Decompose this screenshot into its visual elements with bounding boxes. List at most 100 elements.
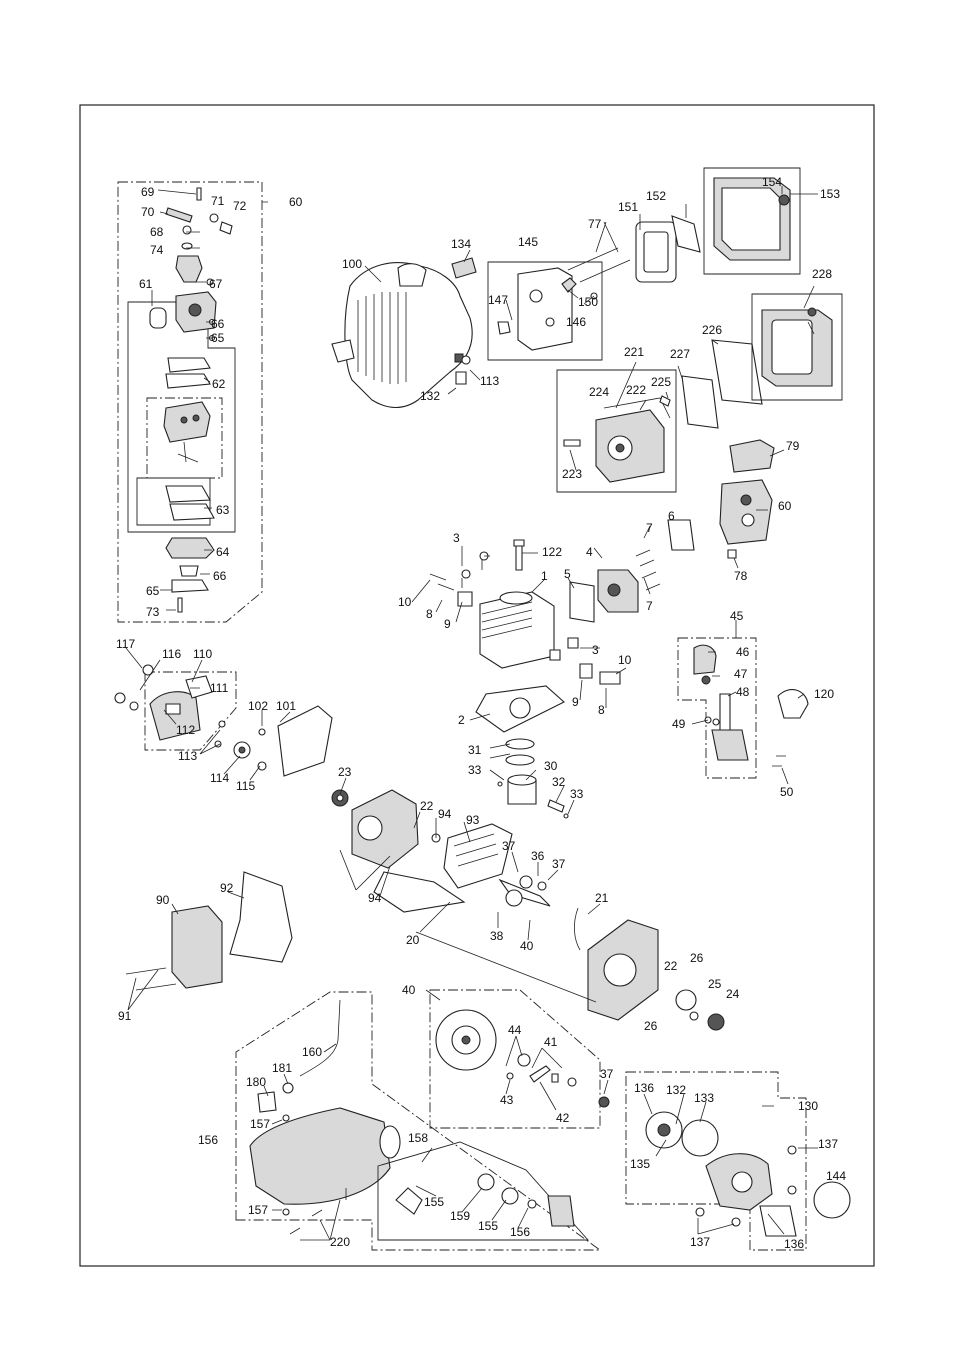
muffler-cover: [751, 293, 843, 401]
callout: 41: [544, 1035, 558, 1049]
callout: 181: [272, 1061, 292, 1075]
callout: 132: [666, 1083, 686, 1097]
callout: 31: [468, 743, 482, 757]
engine-cover: [331, 257, 477, 409]
cylinder: [479, 539, 555, 669]
callout: 23: [338, 765, 352, 779]
callout: 144: [826, 1169, 846, 1183]
callout: 90: [156, 893, 170, 907]
callout: 24: [726, 987, 740, 1001]
callout: 225: [651, 375, 671, 389]
callout: 93: [466, 813, 480, 827]
callout: 227: [670, 347, 690, 361]
callout: 8: [426, 607, 433, 621]
callout: 6: [668, 509, 675, 523]
callout: 72: [233, 199, 247, 213]
carburetor-assembly: [117, 181, 263, 623]
page-frame: [79, 104, 875, 1267]
callout: 30: [544, 759, 558, 773]
callout: 226: [702, 323, 722, 337]
callout: 3: [453, 531, 460, 545]
callout: 78: [734, 569, 748, 583]
callout: 79: [786, 439, 800, 453]
callout: 145: [518, 235, 538, 249]
callout: 137: [690, 1235, 710, 1249]
callout: 115: [236, 779, 255, 793]
callout: 110: [193, 647, 212, 661]
callout: 37: [502, 839, 516, 853]
callout: 77: [588, 217, 602, 231]
callout: 120: [814, 687, 834, 701]
callout: 26: [690, 951, 704, 965]
callout: 10: [398, 595, 412, 609]
callout: 116: [162, 647, 181, 661]
callout: 180: [246, 1075, 266, 1089]
air-filter-element: [635, 215, 701, 283]
callout: 153: [820, 187, 840, 201]
callout: 228: [812, 267, 832, 281]
callout: 221: [624, 345, 644, 359]
ignition-group: [677, 637, 809, 779]
air-filter-base: [487, 247, 631, 361]
callout: 155: [424, 1195, 444, 1209]
callout: 26: [644, 1019, 658, 1033]
callout: 158: [408, 1131, 428, 1145]
callout: 5: [564, 567, 571, 581]
intake-manifold: [569, 519, 695, 623]
callout: 156: [510, 1225, 530, 1239]
callout: 136: [634, 1081, 654, 1095]
callout: 46: [736, 645, 750, 659]
fuel-tank-group: [235, 991, 602, 1251]
callout: 63: [216, 503, 230, 517]
callout: 66: [211, 317, 225, 331]
fan-cover: [373, 823, 513, 913]
callout: 154: [762, 175, 782, 189]
callout: 94: [368, 891, 382, 905]
callout: 40: [520, 939, 534, 953]
callout: 60: [289, 195, 303, 209]
callout: 156: [198, 1133, 218, 1147]
air-filter-cover: [703, 167, 801, 275]
callout: 113: [178, 749, 197, 763]
callout: 33: [468, 763, 482, 777]
callout: 113: [480, 374, 499, 388]
callout: 42: [556, 1111, 570, 1125]
callout: 64: [216, 545, 230, 559]
callout: 157: [248, 1203, 268, 1217]
callout: 112: [176, 723, 195, 737]
callout: 50: [780, 785, 794, 799]
callout: 67: [209, 277, 223, 291]
callout: 20: [406, 933, 420, 947]
callout: 111: [210, 681, 229, 695]
callout: 47: [734, 667, 748, 681]
callout: 117: [116, 637, 135, 651]
callout: 94: [438, 807, 452, 821]
callout: 71: [211, 194, 225, 208]
callout: 132: [420, 389, 440, 403]
callout: 65: [146, 584, 160, 598]
callout: 134: [451, 237, 471, 251]
muffler: [125, 871, 293, 991]
callout: 44: [508, 1023, 522, 1037]
callout: 21: [595, 891, 609, 905]
callout: 135: [630, 1157, 650, 1171]
callout: 33: [570, 787, 584, 801]
callout-labels: 69 71 72 60 70 68 74 67 61 66 65 62 63 6…: [116, 175, 846, 1251]
callout: 74: [150, 243, 164, 257]
callout: 7: [646, 599, 653, 613]
callout: 69: [141, 185, 155, 199]
callout: 60: [778, 499, 792, 513]
leader-lines: [125, 186, 818, 1241]
callout: 147: [488, 293, 508, 307]
callout: 150: [578, 295, 598, 309]
callout: 160: [302, 1045, 322, 1059]
callout: 38: [490, 929, 504, 943]
callout: 224: [589, 385, 609, 399]
callout: 43: [500, 1093, 514, 1107]
callout: 223: [562, 467, 582, 481]
callout: 100: [342, 257, 362, 271]
carburetor-side-view: [719, 439, 775, 559]
callout: 9: [572, 695, 579, 709]
callout: 159: [450, 1209, 470, 1223]
